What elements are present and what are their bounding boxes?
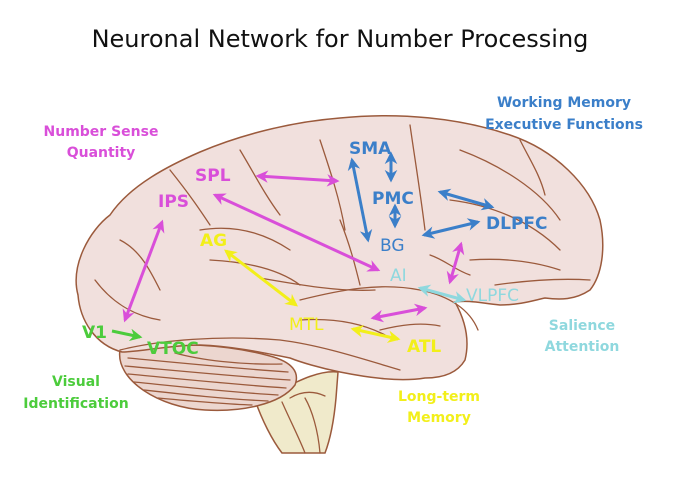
arrow-pmc-dlpfc (437, 188, 495, 211)
arrow-dlpfc-vlpfc (446, 241, 465, 285)
group-number-sense-line2: Quantity (67, 145, 136, 161)
group-long-term: Long-term Memory (398, 389, 480, 426)
group-labels: Number Sense Quantity Working Memory Exe… (23, 95, 643, 426)
arrow-spl-sma (255, 170, 340, 187)
arrow-mtl-ai (370, 303, 428, 323)
region-label-ips: IPS (158, 192, 189, 212)
region-label-bg: BG (380, 236, 405, 256)
region-label-vtoc: VTOC (147, 339, 199, 359)
region-label-v1: V1 (82, 323, 107, 343)
arrow-spl-ai (212, 193, 381, 272)
group-working-memory-line1: Working Memory (497, 95, 631, 111)
group-working-memory-line2: Executive Functions (485, 117, 643, 133)
region-label-sma: SMA (349, 139, 392, 159)
arrow-bg-dlpfc (421, 218, 481, 239)
brainstem-line (289, 391, 326, 399)
group-visual: Visual Identification (23, 374, 128, 412)
region-label-ai: AI (390, 266, 407, 286)
arrow-mtl-atl (350, 325, 401, 343)
region-label-mtl: MTL (289, 315, 324, 335)
region-labels: SMA PMC BG DLPFC SPL IPS AG MTL ATL AI V… (82, 139, 548, 359)
group-visual-line1: Visual (52, 374, 100, 390)
group-number-sense: Number Sense Quantity (44, 124, 159, 161)
arrow-v1-vtoc (111, 328, 143, 342)
arrow-sma-bg (347, 157, 373, 243)
group-number-sense-line1: Number Sense (44, 124, 159, 140)
region-label-pmc: PMC (372, 189, 414, 209)
region-label-atl: ATL (407, 337, 441, 357)
arrow-ips-v1 (122, 219, 165, 323)
region-label-spl: SPL (195, 166, 231, 186)
arrow-ag-mtl (224, 249, 298, 307)
region-label-dlpfc: DLPFC (486, 214, 548, 234)
group-salience: Salience Attention (545, 318, 620, 355)
group-long-term-line2: Memory (407, 410, 471, 426)
brainstem-line (304, 397, 321, 454)
group-working-memory: Working Memory Executive Functions (485, 95, 643, 133)
diagram-title: Neuronal Network for Number Processing (92, 25, 589, 53)
connections-layer (111, 151, 495, 343)
group-visual-line2: Identification (23, 396, 128, 412)
arrow-ai-vlpfc (417, 284, 467, 304)
brainstem-line (281, 401, 306, 454)
group-long-term-line1: Long-term (398, 389, 480, 405)
region-label-ag: AG (200, 231, 227, 251)
cerebellum-folia (124, 352, 291, 406)
group-salience-line2: Attention (545, 339, 620, 355)
region-label-vlpfc: VLPFC (466, 286, 519, 306)
group-salience-line1: Salience (549, 318, 615, 334)
